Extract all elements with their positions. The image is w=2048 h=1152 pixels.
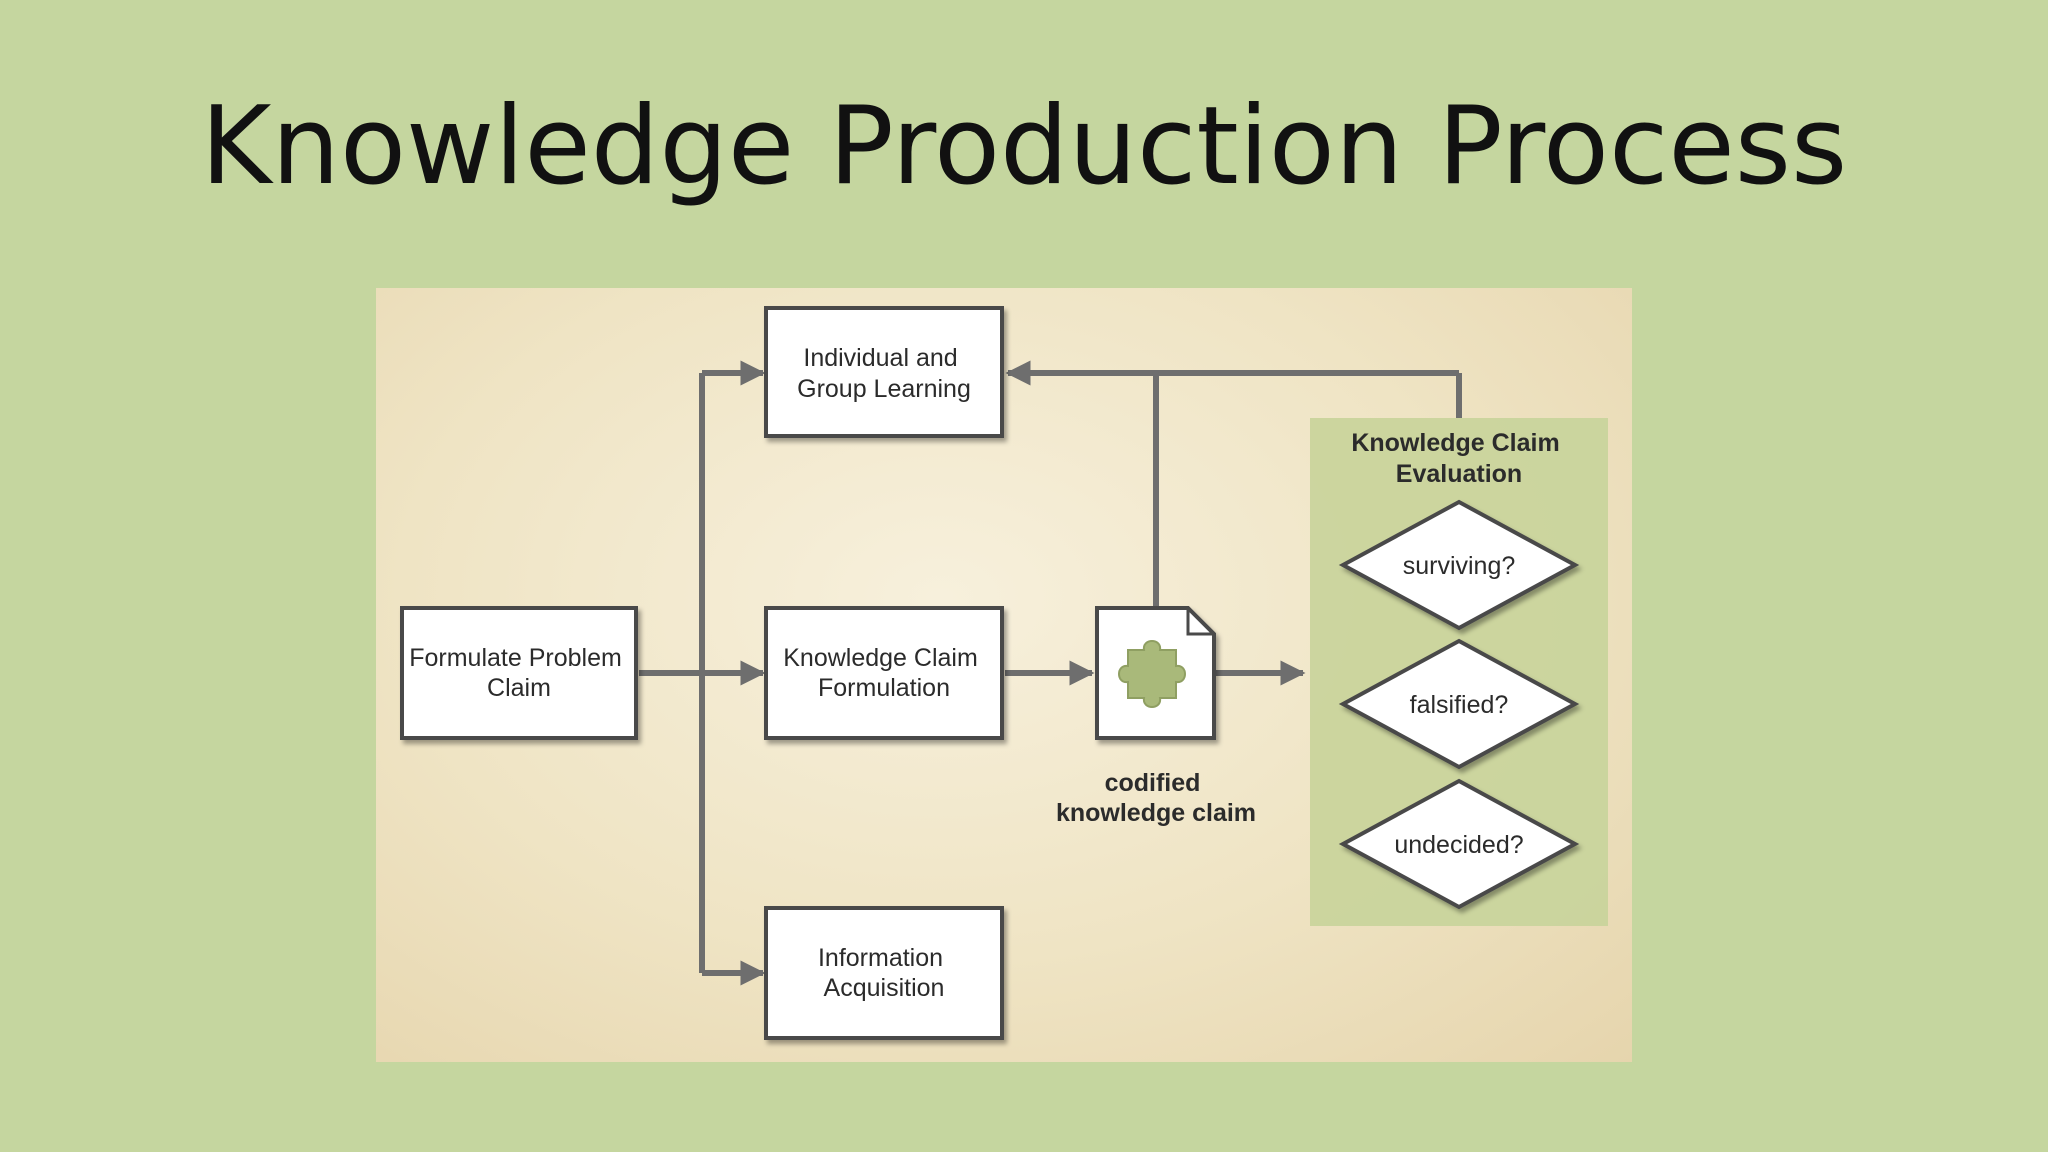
decision-falsified: falsified? xyxy=(1338,638,1580,770)
puzzle-piece-icon xyxy=(1118,640,1186,708)
svg-text:codified knowledge claim: codified knowledge claim xyxy=(1056,769,1256,827)
formulate-problem-line-1: Formulate Problem xyxy=(409,644,622,672)
formulation-line-2: Formulation xyxy=(818,674,950,702)
slide-title: Knowledge Production Process xyxy=(200,84,1848,209)
svg-text:Information Acquisitio: Information Acquisition xyxy=(818,944,950,1002)
evaluation-title-line-1: Knowledge Claim xyxy=(1351,429,1559,457)
formulation-box: Knowledge Claim Formulation xyxy=(764,606,1004,740)
learning-box: Individual and Group Learning xyxy=(764,306,1004,438)
formulate-problem-line-2: Claim xyxy=(487,674,551,702)
decision-surviving: surviving? xyxy=(1338,499,1580,631)
learning-line-2: Group Learning xyxy=(797,375,971,403)
acquisition-line-2: Acquisition xyxy=(824,974,945,1002)
diagram-panel: Formulate Problem Claim Individual and G… xyxy=(376,288,1632,1062)
evaluation-title-line-2: Evaluation xyxy=(1396,460,1522,488)
svg-text:Knowledge Claim Evaluati: Knowledge Claim Evaluation xyxy=(1351,429,1566,488)
formulation-line-1: Knowledge Claim xyxy=(783,644,978,672)
svg-text:Formulate Problem Clai: Formulate Problem Claim xyxy=(409,644,629,702)
decision-falsified-label: falsified? xyxy=(1410,691,1509,719)
decision-surviving-label: surviving? xyxy=(1403,552,1516,580)
formulate-problem-box: Formulate Problem Claim xyxy=(400,606,638,740)
codified-claim-line-2: knowledge claim xyxy=(1056,799,1256,827)
decision-undecided: undecided? xyxy=(1338,778,1580,910)
decision-undecided-label: undecided? xyxy=(1394,831,1523,859)
svg-text:Knowledge Claim Formul: Knowledge Claim Formulation xyxy=(783,644,985,702)
process-diagram: Formulate Problem Claim Individual and G… xyxy=(400,306,1608,1040)
svg-text:Individual and Group L: Individual and Group Learning xyxy=(797,344,971,403)
connectors xyxy=(639,360,1462,986)
acquisition-line-1: Information xyxy=(818,944,943,972)
codified-claim-line-1: codified xyxy=(1105,769,1201,797)
acquisition-box: Information Acquisition xyxy=(764,906,1004,1040)
learning-line-1: Individual and xyxy=(803,344,957,372)
